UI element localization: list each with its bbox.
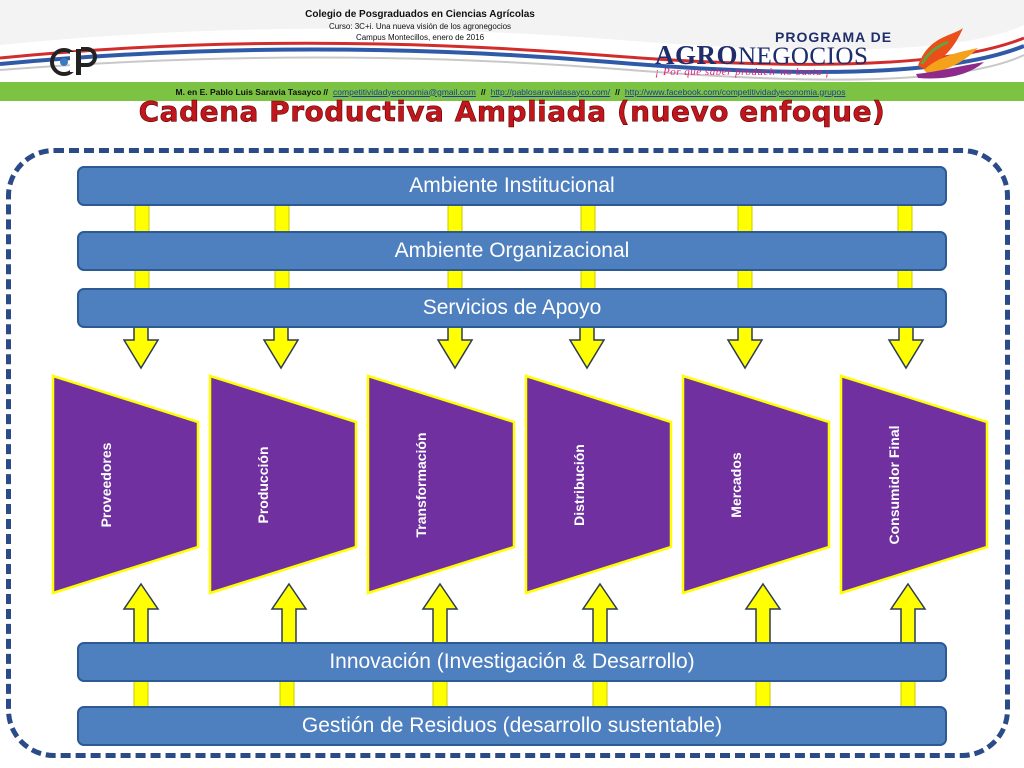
institution-name: Colegio de Posgraduados en Ciencias Agrí…	[305, 9, 535, 20]
stage-trapezoid-1	[208, 374, 358, 595]
connector-top-5	[897, 203, 913, 235]
flame-leaf-emblem-icon	[916, 28, 984, 79]
bar-ambiente-institucional: Ambiente Institucional	[77, 166, 947, 206]
connector-bottom-0	[133, 680, 149, 710]
stage-label-consumidor-final: Consumidor Final	[886, 425, 902, 545]
connector-top-4	[737, 203, 753, 235]
stage-trapezoid-0	[51, 374, 200, 595]
program-main-rest: NEGOCIOS	[738, 43, 869, 70]
down-arrow-1	[262, 325, 300, 370]
separator: //	[323, 86, 329, 97]
up-arrow-5	[889, 582, 927, 645]
course-name: Curso: 3C+i. Una nueva visión de los agr…	[328, 22, 512, 31]
slide-header: Colegio de Posgraduados en Ciencias Agrí…	[0, 0, 1024, 82]
email-link[interactable]: competitividadyeconomia@gmail.com	[333, 86, 476, 97]
program-main-text: AGRONEGOCIOS	[655, 40, 868, 71]
bar-servicios-de-apoyo: Servicios de Apoyo	[77, 288, 947, 328]
connector-bottom-2	[432, 680, 448, 710]
facebook-link[interactable]: http://www.facebook.com/competitividadye…	[624, 86, 846, 97]
separator: //	[480, 86, 486, 97]
stage-trapezoid-3	[524, 374, 673, 595]
slide-title: Cadena Productiva Ampliada (nuevo enfoqu…	[138, 95, 886, 129]
connector-bottom-1	[279, 680, 295, 710]
connector-bottom-5	[900, 680, 916, 710]
up-arrow-2	[421, 582, 459, 645]
connector-top-1	[274, 203, 290, 235]
bar-ambiente-organizacional: Ambiente Organizacional	[77, 231, 947, 271]
down-arrow-4	[726, 325, 764, 370]
up-arrow-4	[744, 582, 782, 645]
website-link[interactable]: http://pablosaraviatasayco.com/	[490, 86, 611, 97]
connector-bottom-4	[755, 680, 771, 710]
institution-block: Colegio de Posgraduados en Ciencias Agrí…	[200, 8, 640, 43]
colegio-logo-icon: CP	[50, 47, 97, 76]
program-main-bold: AGRO	[655, 40, 738, 70]
bar-gestion-residuos: Gestión de Residuos (desarrollo sustenta…	[77, 706, 947, 746]
campus-date: Campus Montecillos, enero de 2016	[355, 33, 485, 42]
dashed-frame	[6, 148, 1010, 758]
down-arrow-0	[122, 325, 160, 370]
down-arrow-3	[568, 325, 606, 370]
connector-bottom-3	[592, 680, 608, 710]
down-arrow-5	[887, 325, 925, 370]
stage-label-transformacion: Transformación	[413, 432, 429, 538]
separator: //	[615, 86, 620, 97]
program-top-text: PROGRAMA DE	[775, 29, 893, 45]
bar-innovacion: Innovación (Investigación & Desarrollo)	[77, 642, 947, 682]
up-arrow-3	[581, 582, 619, 645]
connector-top-2	[447, 203, 463, 235]
up-arrow-0	[122, 582, 160, 645]
author-name: M. en E. Pablo Luis Saravia Tasayco	[175, 86, 322, 97]
stage-trapezoid-2	[366, 374, 516, 595]
connector-top-0	[134, 203, 150, 235]
down-arrow-2	[436, 325, 474, 370]
connector-top-3	[580, 203, 596, 235]
stage-trapezoid-5	[839, 374, 989, 595]
stage-label-produccion: Producción	[255, 446, 271, 524]
up-arrow-1	[270, 582, 308, 645]
stage-label-mercados: Mercados	[728, 452, 744, 518]
program-slogan: ¡ Por que saber producir no basta ¡	[655, 66, 831, 78]
contact-band: M. en E. Pablo Luis Saravia Tasayco // c…	[0, 82, 1024, 101]
stage-label-distribucion: Distribución	[570, 444, 587, 526]
stage-trapezoid-4	[681, 374, 831, 595]
stage-label-proveedores: Proveedores	[97, 442, 114, 528]
